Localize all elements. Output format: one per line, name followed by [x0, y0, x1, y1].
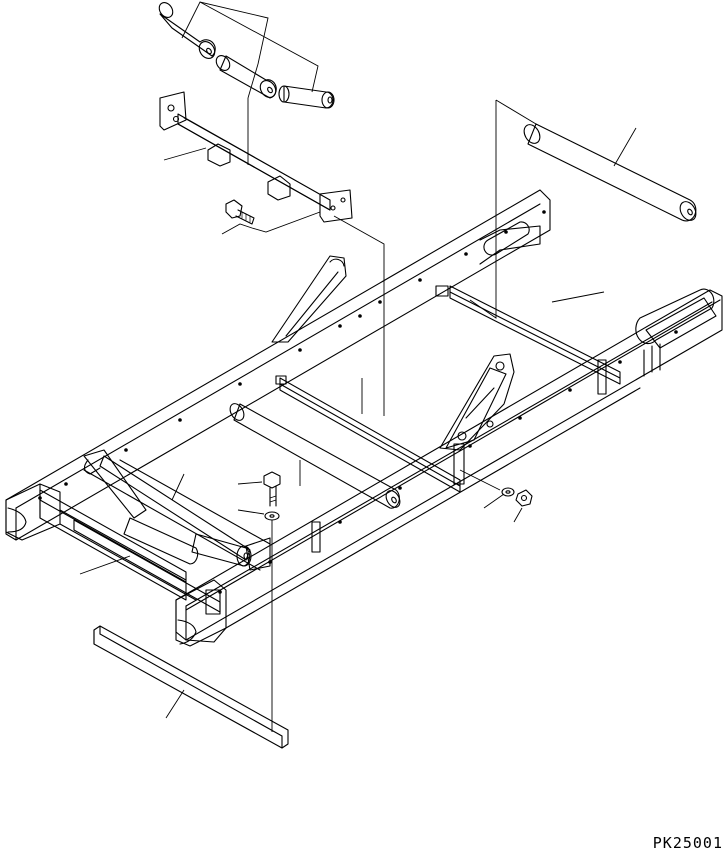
leader-bolt-right-axis [459, 469, 501, 491]
washer-right [501, 487, 515, 497]
leader-left-arms [171, 473, 185, 501]
channel-bottom [93, 625, 289, 749]
roller-top-3 [278, 85, 335, 109]
roller-right [523, 123, 697, 222]
leader-left-crossmember [79, 555, 131, 575]
leader-channel [165, 689, 185, 719]
top-rollers [158, 2, 335, 109]
leader-frame-to-base [333, 215, 385, 416]
bolt-upper [225, 199, 255, 225]
leader-roller-right [613, 127, 637, 167]
roller-center [229, 403, 401, 509]
leaders-top-rollers [181, 1, 319, 165]
frame-holes [38, 210, 678, 594]
leader-washer-right [483, 493, 505, 509]
drawing-code: PK25001 [652, 834, 723, 852]
leader-roller-right-drop [469, 100, 497, 319]
leader-nut-right [513, 507, 523, 523]
nut-right [515, 489, 533, 507]
roller-top-2 [215, 55, 277, 99]
main-frame [5, 189, 723, 647]
bolt-center [263, 471, 281, 507]
leader-right-crossmember [551, 291, 605, 303]
leader-bolt-center [237, 481, 263, 485]
leader-roller-right-top [495, 99, 537, 125]
leader-washer-center [237, 509, 265, 515]
leader-upper-frame [163, 147, 207, 161]
roller-top-1 [158, 2, 216, 59]
washer-center [264, 511, 280, 521]
upper-bracket-frame [159, 91, 353, 223]
leader-bolt-upper [221, 211, 321, 235]
